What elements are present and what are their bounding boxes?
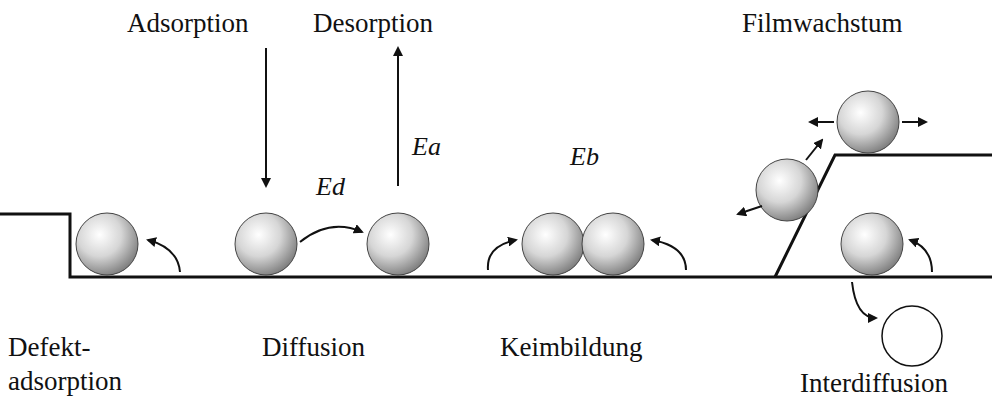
substrate-line (0, 214, 992, 277)
process-label: Interdiffusion (800, 366, 948, 400)
process-label: Keimbildung (500, 330, 643, 364)
process-label: Desorption (313, 6, 433, 40)
process-label: Defekt- adsorption (8, 330, 148, 398)
energy-label: Ed (316, 170, 345, 204)
energy-label: Ea (412, 130, 441, 164)
process-label: Diffusion (262, 330, 365, 364)
process-arrows (148, 48, 932, 318)
process-label: Filmwachstum (742, 6, 903, 40)
energy-label: Eb (570, 140, 599, 174)
vacancy-circle (882, 306, 942, 366)
process-label: Adsorption (127, 6, 249, 40)
atoms (76, 91, 903, 275)
